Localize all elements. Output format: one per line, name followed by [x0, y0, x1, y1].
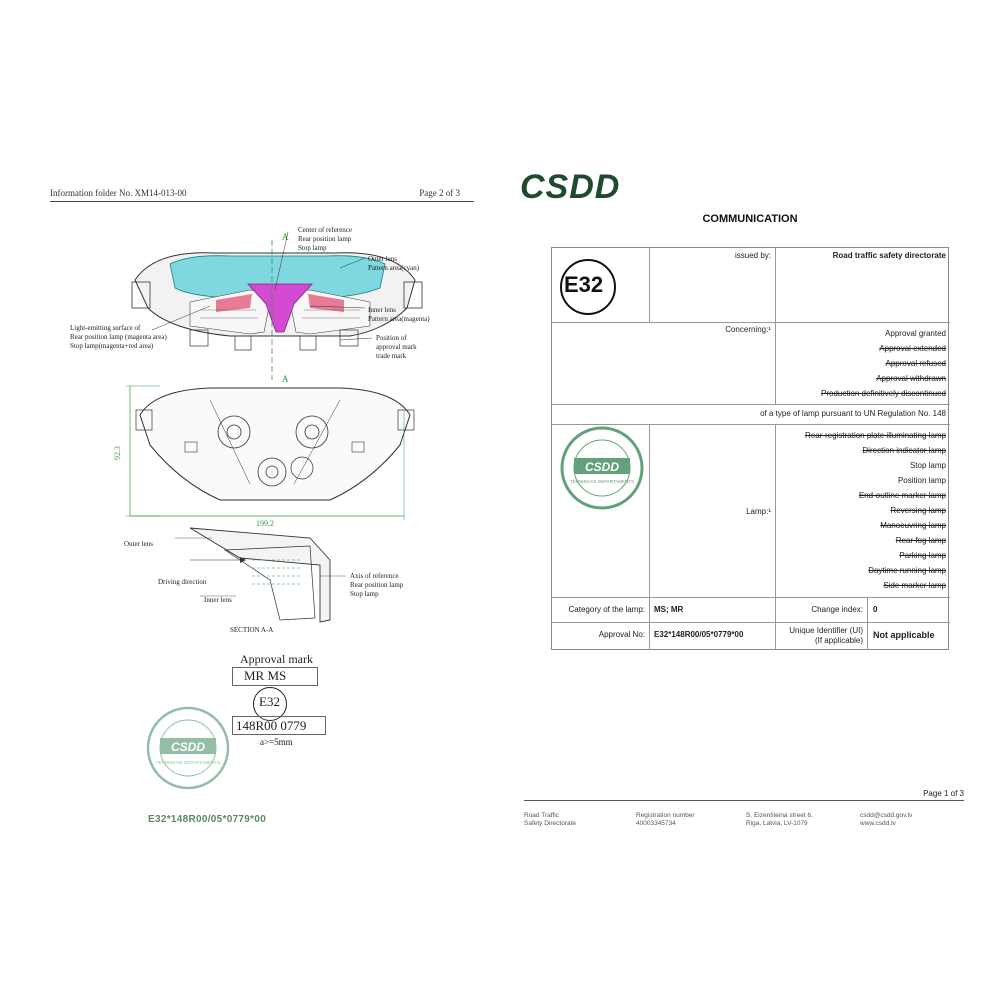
- section-driving-direction: Driving direction: [158, 578, 207, 586]
- lamp-item: Rear fog lamp: [895, 536, 946, 545]
- section-axis-3: Stop lamp: [350, 590, 379, 598]
- approval-code: E32*148R00/05*0779*00: [148, 814, 267, 825]
- page-number: Page 1 of 3: [923, 789, 964, 798]
- note-outer-lens-2: Pattern area(cyan): [368, 264, 420, 272]
- page-number: Page 2 of 3: [419, 188, 460, 198]
- concerning-item: Approval granted: [885, 329, 946, 338]
- approval-mark-number: 148R00 0779: [236, 718, 307, 733]
- svg-text:TEHNISKAIS DEPARTAMENTS: TEHNISKAIS DEPARTAMENTS: [156, 760, 220, 765]
- csdd-stamp-icon: CSDD TEHNISKAIS DEPARTAMENTS: [560, 426, 644, 510]
- lamp-item: Daytime running lamp: [868, 566, 946, 575]
- emark-label: E32: [564, 272, 604, 297]
- approval-no-value: E32*148R00/05*0779*00: [654, 630, 744, 639]
- concerning-item: Approval extended: [879, 344, 946, 353]
- note-center-ref-2: Rear position lamp: [298, 235, 352, 243]
- lamp-item: Side marker lamp: [883, 581, 946, 590]
- information-folder-page: Information folder No. XM14-013-00 Page …: [50, 188, 474, 825]
- lamp-item: Parking lamp: [899, 551, 946, 560]
- csdd-stamp-icon: CSDD TEHNISKAIS DEPARTAMENTS: [146, 706, 230, 790]
- page-title: COMMUNICATION: [702, 213, 798, 225]
- section-marker-a-bottom: A: [282, 374, 289, 384]
- regulation-line: of a type of lamp pursuant to UN Regulat…: [760, 409, 946, 418]
- lamp-item: Rear-registration plate illuminating lam…: [805, 431, 946, 440]
- width-dimension: 199.2: [256, 519, 274, 528]
- note-center-ref-1: Center of reference: [298, 226, 352, 234]
- approval-mark-diagram: Approval mark MR MS E32 148R00 0779 a>=5…: [200, 652, 360, 757]
- lamp-item: Manoeuvring lamp: [880, 521, 946, 530]
- section-axis-1: Axis of reference: [350, 572, 399, 580]
- note-inner-lens-1: Inner lens: [368, 306, 396, 314]
- section-title: SECTION A-A: [230, 626, 273, 634]
- note-center-ref-3: Stop lamp: [298, 244, 327, 252]
- lamp-item: End-outline marker lamp: [858, 491, 946, 500]
- approval-mark-categories: MR MS: [244, 668, 287, 683]
- note-les-3: Stop lamp(magenta+red area): [70, 342, 154, 350]
- issued-by-value: Road traffic safety directorate: [832, 251, 946, 260]
- magenta-pattern-area: [247, 283, 313, 333]
- concerning-item: Approval refused: [885, 359, 946, 368]
- csdd-logo: CSDD: [520, 168, 621, 206]
- height-dimension: 92.3: [113, 446, 122, 460]
- unique-id-label: Unique Identifier (UI): [789, 626, 863, 635]
- communication-page: CSDD COMMUNICATION E32 issued by: Road t…: [500, 0, 1000, 1000]
- approval-mark-emark: E32: [259, 694, 280, 709]
- approval-mark-dimension: a>=5mm: [260, 737, 293, 747]
- lamp-item: Position lamp: [897, 476, 946, 485]
- note-inner-lens-2: Pattern area(magenta): [368, 315, 430, 323]
- lamp-front-view: A A: [131, 232, 423, 384]
- section-a-a: [175, 527, 346, 623]
- svg-text:CSDD: CSDD: [585, 460, 619, 474]
- unique-id-sublabel: (If applicable): [814, 636, 863, 645]
- lamp-rear-view: 92.3 199.2: [113, 385, 415, 528]
- note-position-3: trade mark: [376, 352, 407, 360]
- approval-mark-circle: [253, 687, 287, 721]
- section-axis-2: Rear position lamp: [350, 581, 404, 589]
- lamp-item: Direction indicator lamp: [862, 446, 946, 455]
- lamp-label: Lamp:¹: [746, 507, 771, 516]
- change-index-label: Change index:: [811, 605, 863, 614]
- note-les-1: Light-emitting surface of: [70, 324, 141, 332]
- concerning-label: Concerning:¹: [725, 325, 771, 334]
- concerning-item: Production definitively discontinued: [821, 389, 946, 398]
- category-value: MS; MR: [654, 605, 684, 614]
- footer-address: S. Eizenšteina street 6,Riga, Latvia, LV…: [746, 812, 813, 827]
- lamp-item: Reversing lamp: [890, 506, 946, 515]
- emark-circle: [560, 259, 616, 315]
- issued-by-label: issued by:: [734, 251, 771, 260]
- unique-id-value: Not applicable: [873, 630, 935, 640]
- note-position-1: Position of: [376, 334, 407, 342]
- folder-number: Information folder No. XM14-013-00: [50, 188, 187, 198]
- footer-rule: [524, 800, 964, 801]
- section-marker-a: A: [282, 232, 289, 242]
- change-index-value: 0: [873, 605, 878, 614]
- lamp-technical-drawing: A A Center of reference Rear position la…: [70, 226, 430, 634]
- svg-text:TEHNISKAIS DEPARTAMENTS: TEHNISKAIS DEPARTAMENTS: [570, 479, 634, 484]
- approval-mark-title: Approval mark: [240, 652, 313, 666]
- section-inner-lens: Inner lens: [204, 596, 232, 604]
- section-outer-lens: Outer lens: [124, 540, 153, 548]
- svg-text:CSDD: CSDD: [171, 740, 205, 754]
- concerning-item: Approval withdrawn: [876, 374, 946, 383]
- note-outer-lens-1: Outer lens: [368, 255, 397, 263]
- lamp-item: Stop lamp: [909, 461, 946, 470]
- cyan-pattern-area: [169, 255, 386, 299]
- category-label: Category of the lamp:: [568, 605, 645, 614]
- note-position-2: approval mark: [376, 343, 417, 351]
- communication-table: E32 issued by: Road traffic safety direc…: [551, 247, 950, 650]
- approval-no-label: Approval No:: [598, 630, 645, 639]
- note-les-2: Rear position lamp (magenta area): [70, 333, 167, 341]
- page-header: Information folder No. XM14-013-00 Page …: [50, 188, 474, 202]
